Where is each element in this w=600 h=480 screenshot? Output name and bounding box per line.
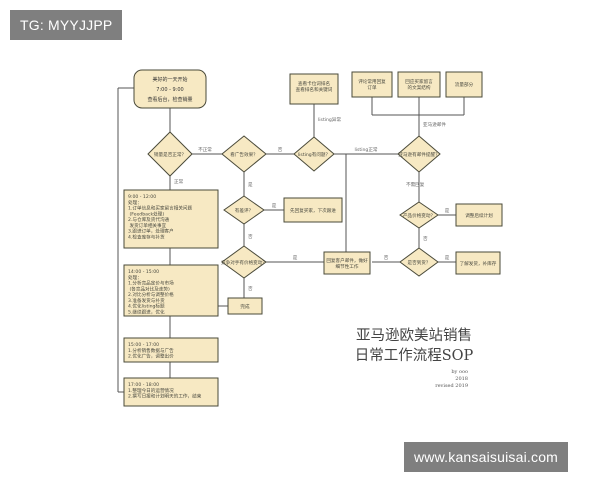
title-line2: 日常工作流程SOP — [355, 347, 474, 364]
credit-by: by ooo — [451, 369, 468, 375]
watermark-url-badge: www.kansaisuisai.com — [404, 442, 569, 472]
decision-listing: listing有问题？ — [293, 136, 335, 172]
box-reply: 先回复买家，下次跟进 — [283, 197, 343, 223]
decision-sales-text: 销量是否正常？ — [154, 151, 186, 158]
title-block: 亚马逊欧美站销售 日常工作流程SOP by ooo 2018 revised 2… — [355, 327, 474, 389]
box-done-text: 完成 — [240, 303, 250, 310]
box-review-2: 回应买家留言的文案结构 — [397, 71, 441, 98]
decision-competitor: 有差评？ — [223, 195, 265, 225]
box-restock-text: 了解发货，补库存 — [460, 260, 497, 267]
decision-inventory: 竞争对手有价格变动？ — [221, 245, 267, 279]
edge-label-listing-ok: listing正常 — [354, 146, 377, 153]
box-review-1-text: 评论常用回复订单 — [358, 78, 386, 91]
edge-label-yes-3: 是 — [293, 255, 298, 261]
decision-sales: 销量是否正常？ — [147, 131, 193, 177]
decision-amz-text: 亚马逊有邮件提醒？ — [398, 151, 439, 158]
edge-label-yes-4: 是 — [445, 255, 450, 261]
box-reply-text: 先回复买家，下次跟进 — [290, 207, 336, 214]
credit-revised: revised 2019 — [435, 383, 468, 389]
decision-competitor-text: 有差评？ — [235, 207, 253, 214]
edge-label-no-4: 否 — [423, 236, 428, 242]
edge-label-no-5: 否 — [384, 255, 389, 261]
edge-label-yes-5: 是 — [445, 208, 450, 214]
edge-label-normal: 正常 — [174, 178, 184, 185]
box-optimize-text: 回复客户邮件，做好细节性工作 — [326, 257, 368, 270]
box-review-1: 评论常用回复订单 — [351, 71, 393, 98]
connectors — [117, 87, 465, 393]
edge-label-no-2: 否 — [248, 234, 253, 240]
decision-ship-text: 是否到货？ — [408, 259, 431, 266]
start-line2: 7:00 - 9:00 — [156, 87, 183, 93]
start-line1: 美好的一天开始 — [152, 76, 187, 83]
decision-ads: 看广告效果？ — [221, 135, 267, 173]
decision-price: 产品价格变动？ — [399, 201, 439, 229]
edge-label-yes-2: 是 — [272, 203, 277, 209]
channel-tag-badge: TG: MYYJJPP — [10, 10, 123, 40]
box-check-ads: 查看卡位词排名查看排名和关键词 — [289, 73, 339, 105]
start-node: 美好的一天开始 7:00 - 9:00 查看后台，检查销量 — [133, 69, 207, 109]
box-check-ads-text: 查看卡位词排名查看排名和关键词 — [296, 80, 333, 93]
decision-ship: 是否到货？ — [399, 247, 439, 277]
box-review-3: 流量部分 — [445, 71, 483, 98]
decision-ads-text: 看广告效果？ — [230, 151, 258, 158]
decision-inventory-text: 竞争对手有价格变动？ — [221, 259, 267, 266]
edge-label-amz-mail: 亚马逊邮件 — [423, 121, 446, 128]
box-price-adjust-text: 调整后续计划 — [465, 212, 493, 219]
box-optimize: 回复客户邮件，做好细节性工作 — [323, 251, 371, 275]
edge-label-no-3: 否 — [248, 286, 253, 292]
edge-label-no-reply: 不需回复 — [406, 181, 425, 188]
box-review-2-text: 回应买家留言的文案结构 — [405, 78, 433, 91]
decision-price-text: 产品价格变动？ — [403, 212, 435, 219]
credit-year: 2018 — [455, 376, 468, 382]
decision-listing-text: listing有问题？ — [298, 151, 330, 158]
edge-label-no-1: 否 — [278, 147, 283, 153]
edge-label-listing-bad: listing异常 — [318, 116, 341, 123]
edge-label-abnormal: 不正常 — [198, 146, 212, 153]
decision-amz: 亚马逊有邮件提醒？ — [397, 135, 441, 173]
edge-labels: 不正常 正常 否 是 是 否 是 否 listing异常 listing正常 亚… — [174, 116, 450, 292]
box-price-adjust: 调整后续计划 — [455, 203, 503, 227]
box-review-3-text: 流量部分 — [455, 81, 474, 88]
title-line1: 亚马逊欧美站销售 — [356, 327, 472, 344]
box-done: 完成 — [227, 297, 263, 315]
edge-label-yes-1: 是 — [248, 182, 253, 188]
box-restock: 了解发货，补库存 — [455, 251, 501, 275]
start-line3: 查看后台，检查销量 — [147, 96, 192, 103]
